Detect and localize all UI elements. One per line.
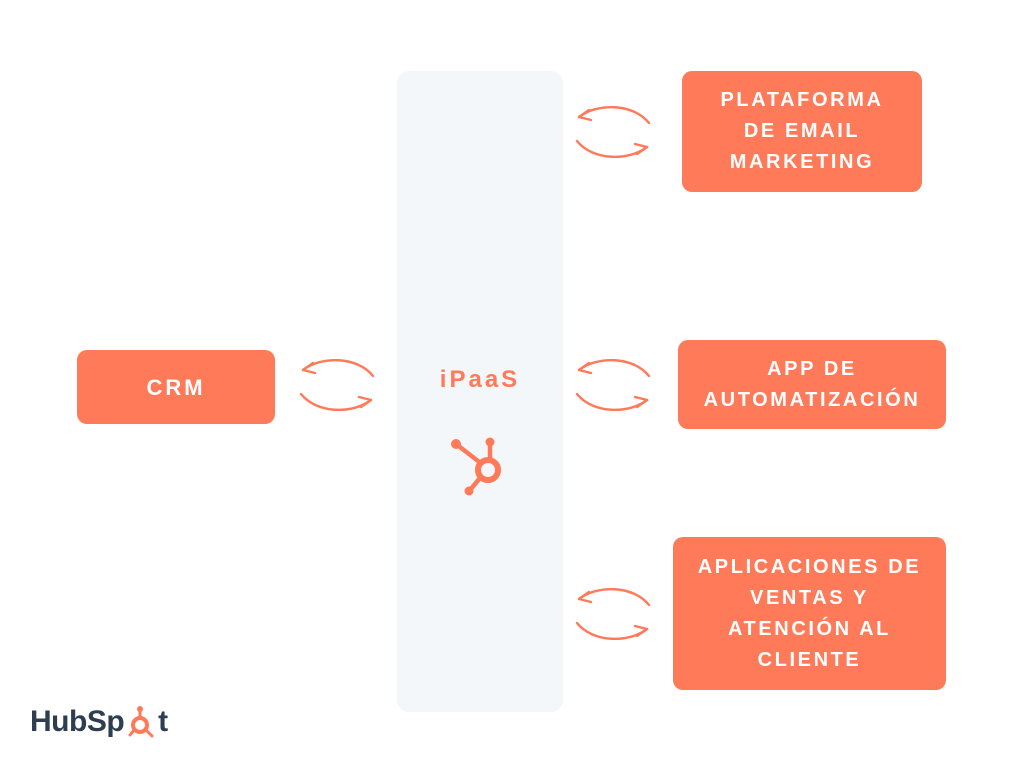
bidirectional-arrows-icon (299, 359, 375, 411)
hubspot-logo: HubSp t (30, 700, 168, 744)
bidirectional-arrows-icon (575, 588, 651, 640)
logo-text-start: HubSp (30, 705, 125, 738)
sales-service-apps-node: APLICACIONES DE VENTAS Y ATENCIÓN AL CLI… (673, 537, 946, 690)
logo-text-end: t (158, 705, 168, 738)
automation-app-node: APP DE AUTOMATIZACIÓN (678, 340, 946, 429)
email-marketing-node: PLATAFORMA DE EMAIL MARKETING (682, 71, 922, 192)
ipaas-title: iPaaS (439, 366, 521, 393)
hubspot-sprocket-icon (451, 437, 501, 496)
bidirectional-arrows-icon (575, 359, 651, 411)
bidirectional-arrows-icon (575, 106, 651, 158)
crm-node: CRM (77, 350, 275, 424)
hubspot-logo-sprocket-icon (128, 706, 154, 738)
ipaas-panel (397, 71, 563, 712)
